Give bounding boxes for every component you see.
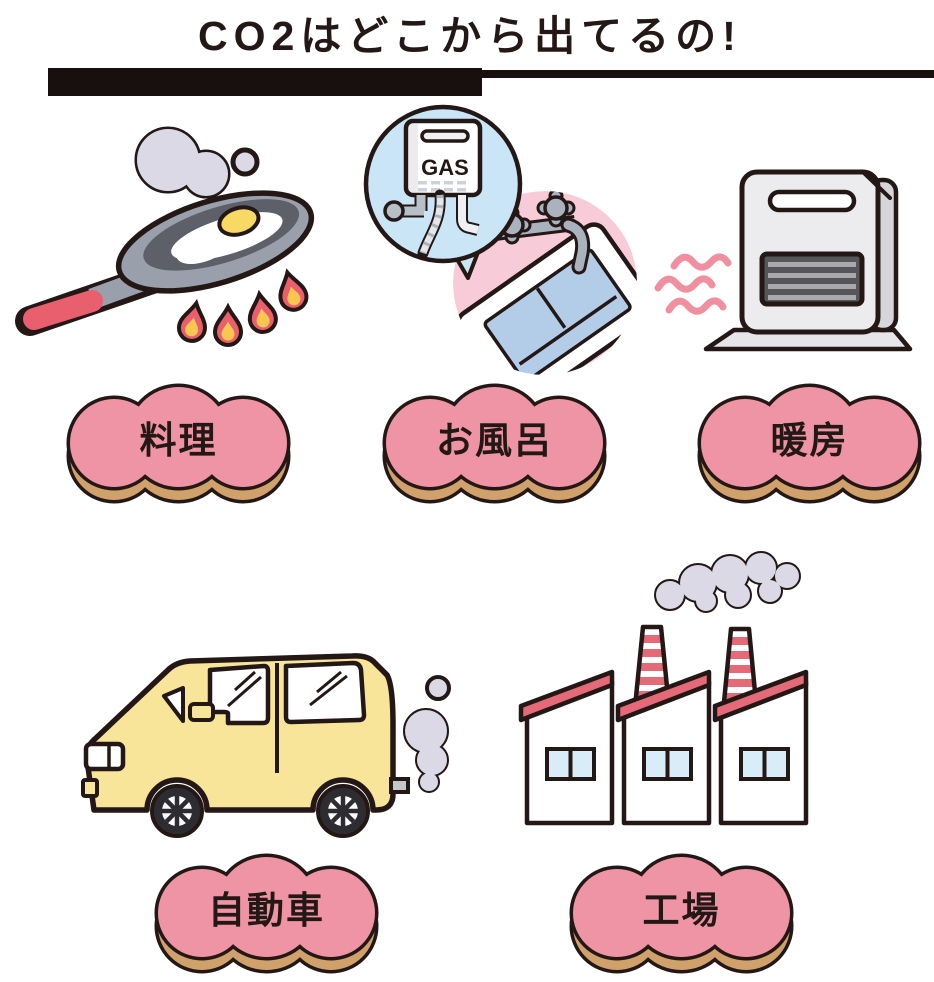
heater-handle-slot [767, 189, 857, 213]
factory-smoke-icon [654, 551, 801, 613]
heater-grille [759, 251, 865, 307]
cooking-illustration [15, 126, 315, 347]
car-vent-window [162, 686, 185, 723]
cloud-badge-shape [382, 383, 607, 504]
badge-label-factory: 工場 [642, 890, 721, 931]
badge-label-heating: 暖房 [770, 420, 849, 461]
car-mirror [188, 702, 215, 722]
exhaust-pipe [389, 777, 410, 794]
factory-building [615, 669, 712, 826]
car-rear-window [283, 660, 367, 725]
flame-drops-icon [176, 268, 309, 347]
heater-vents [418, 181, 466, 192]
badge-factory: 工場 [560, 853, 803, 977]
title-underline-thin [482, 70, 934, 78]
badge-label-cooking: 料理 [139, 420, 218, 461]
page-title: CO2はどこから出てるの! [198, 13, 742, 59]
car-headlight [83, 741, 126, 772]
exhaust-smoke-icon [403, 675, 451, 793]
steam-cloud-icon [134, 126, 260, 199]
faucet-handle [536, 191, 576, 228]
faucet-icon [492, 191, 591, 275]
badge-label-bath: お風呂 [436, 420, 553, 461]
heating-illustration [654, 169, 913, 352]
car-wheel [316, 784, 370, 838]
gas-label: GAS [421, 155, 469, 180]
cloud-badge-shape [66, 383, 291, 504]
title-underline-thick [48, 68, 482, 96]
factory-illustration [518, 551, 809, 826]
badge-bath: お風呂 [373, 383, 616, 507]
gas-water-heater-icon: GAS [383, 118, 483, 259]
bath-illustration: GAS [363, 104, 637, 375]
heater-pipes [383, 189, 480, 259]
factory-building [712, 669, 809, 826]
car-wheel [150, 784, 204, 838]
cloud-badge-shape [697, 383, 922, 504]
gas-heater-bubble: GAS [363, 104, 523, 280]
badge-cooking: 料理 [57, 383, 300, 507]
car-bumper-detail [81, 778, 99, 798]
badge-label-automobile: 自動車 [208, 890, 325, 931]
badge-automobile: 自動車 [145, 853, 388, 977]
automobile-illustration [81, 653, 451, 838]
cloud-badge-shape [569, 853, 794, 974]
frying-pan-icon [115, 190, 315, 294]
factory-building [518, 669, 615, 826]
heat-waves-icon [654, 253, 732, 315]
badge-heating: 暖房 [688, 383, 931, 507]
cloud-badge-shape [154, 853, 379, 974]
